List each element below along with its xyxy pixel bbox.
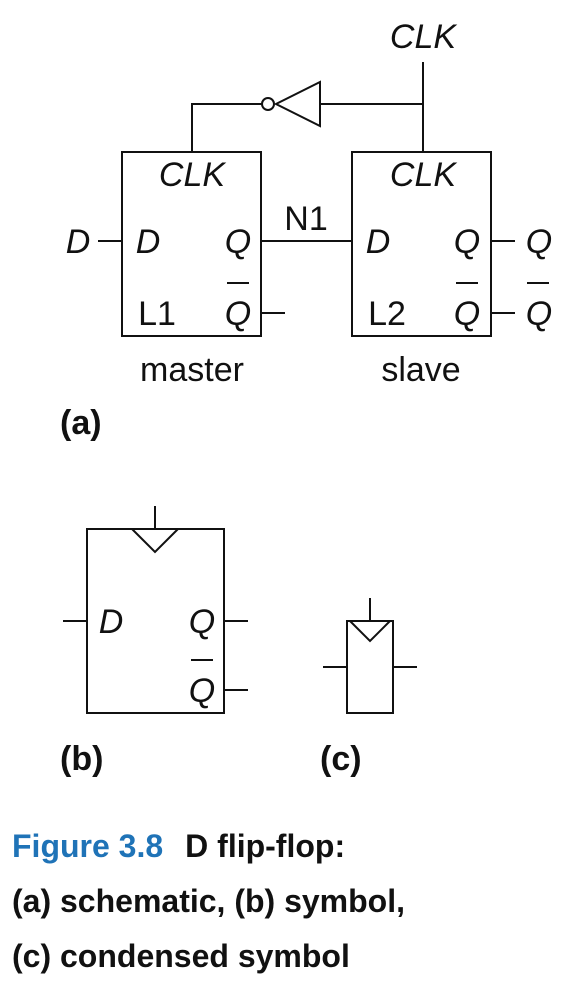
slave-clk-label: CLK: [390, 156, 457, 194]
figure-caption-line3: (c) condensed symbol: [12, 938, 350, 974]
master-qbar-label: Q: [225, 295, 251, 333]
symbol-qbar-label: Q: [189, 672, 215, 710]
caption-title: D flip-flop:: [185, 828, 345, 864]
master-d-label: D: [136, 223, 161, 261]
symbol-q-label: Q: [189, 603, 215, 641]
master-clk-label: CLK: [159, 156, 226, 194]
slave-qbar-label: Q: [454, 295, 480, 333]
clk-top-label: CLK: [390, 18, 457, 56]
master-q-label: Q: [225, 223, 251, 261]
master-latch-box: [121, 151, 262, 337]
condensed-clock-triangle-icon: [349, 620, 391, 643]
slave-caption: slave: [381, 351, 460, 389]
master-caption: master: [140, 351, 244, 389]
inverter-bubble: [261, 97, 275, 111]
master-name-label: L1: [138, 295, 176, 333]
output-qbar-label: Q: [526, 295, 552, 333]
clock-triangle-icon: [131, 528, 179, 554]
slave-latch-box: [351, 151, 492, 337]
figure-caption-line1: Figure 3.8 D flip-flop:: [12, 828, 345, 864]
condensed-symbol-box: [346, 620, 394, 714]
part-b-tag: (b): [60, 740, 103, 778]
part-c-tag: (c): [320, 740, 362, 778]
figure-number: Figure 3.8: [12, 828, 163, 864]
slave-q-label: Q: [454, 223, 480, 261]
figure-caption-line2: (a) schematic, (b) symbol,: [12, 883, 405, 919]
d-input-label: D: [66, 223, 91, 261]
node-n1-label: N1: [284, 200, 327, 238]
slave-name-label: L2: [368, 295, 406, 333]
output-q-label: Q: [526, 223, 552, 261]
inverted-clk-wire: [191, 103, 262, 152]
symbol-d-label: D: [99, 603, 124, 641]
part-a-tag: (a): [60, 404, 102, 442]
slave-d-label: D: [366, 223, 391, 261]
inverter-icon: [273, 80, 321, 128]
